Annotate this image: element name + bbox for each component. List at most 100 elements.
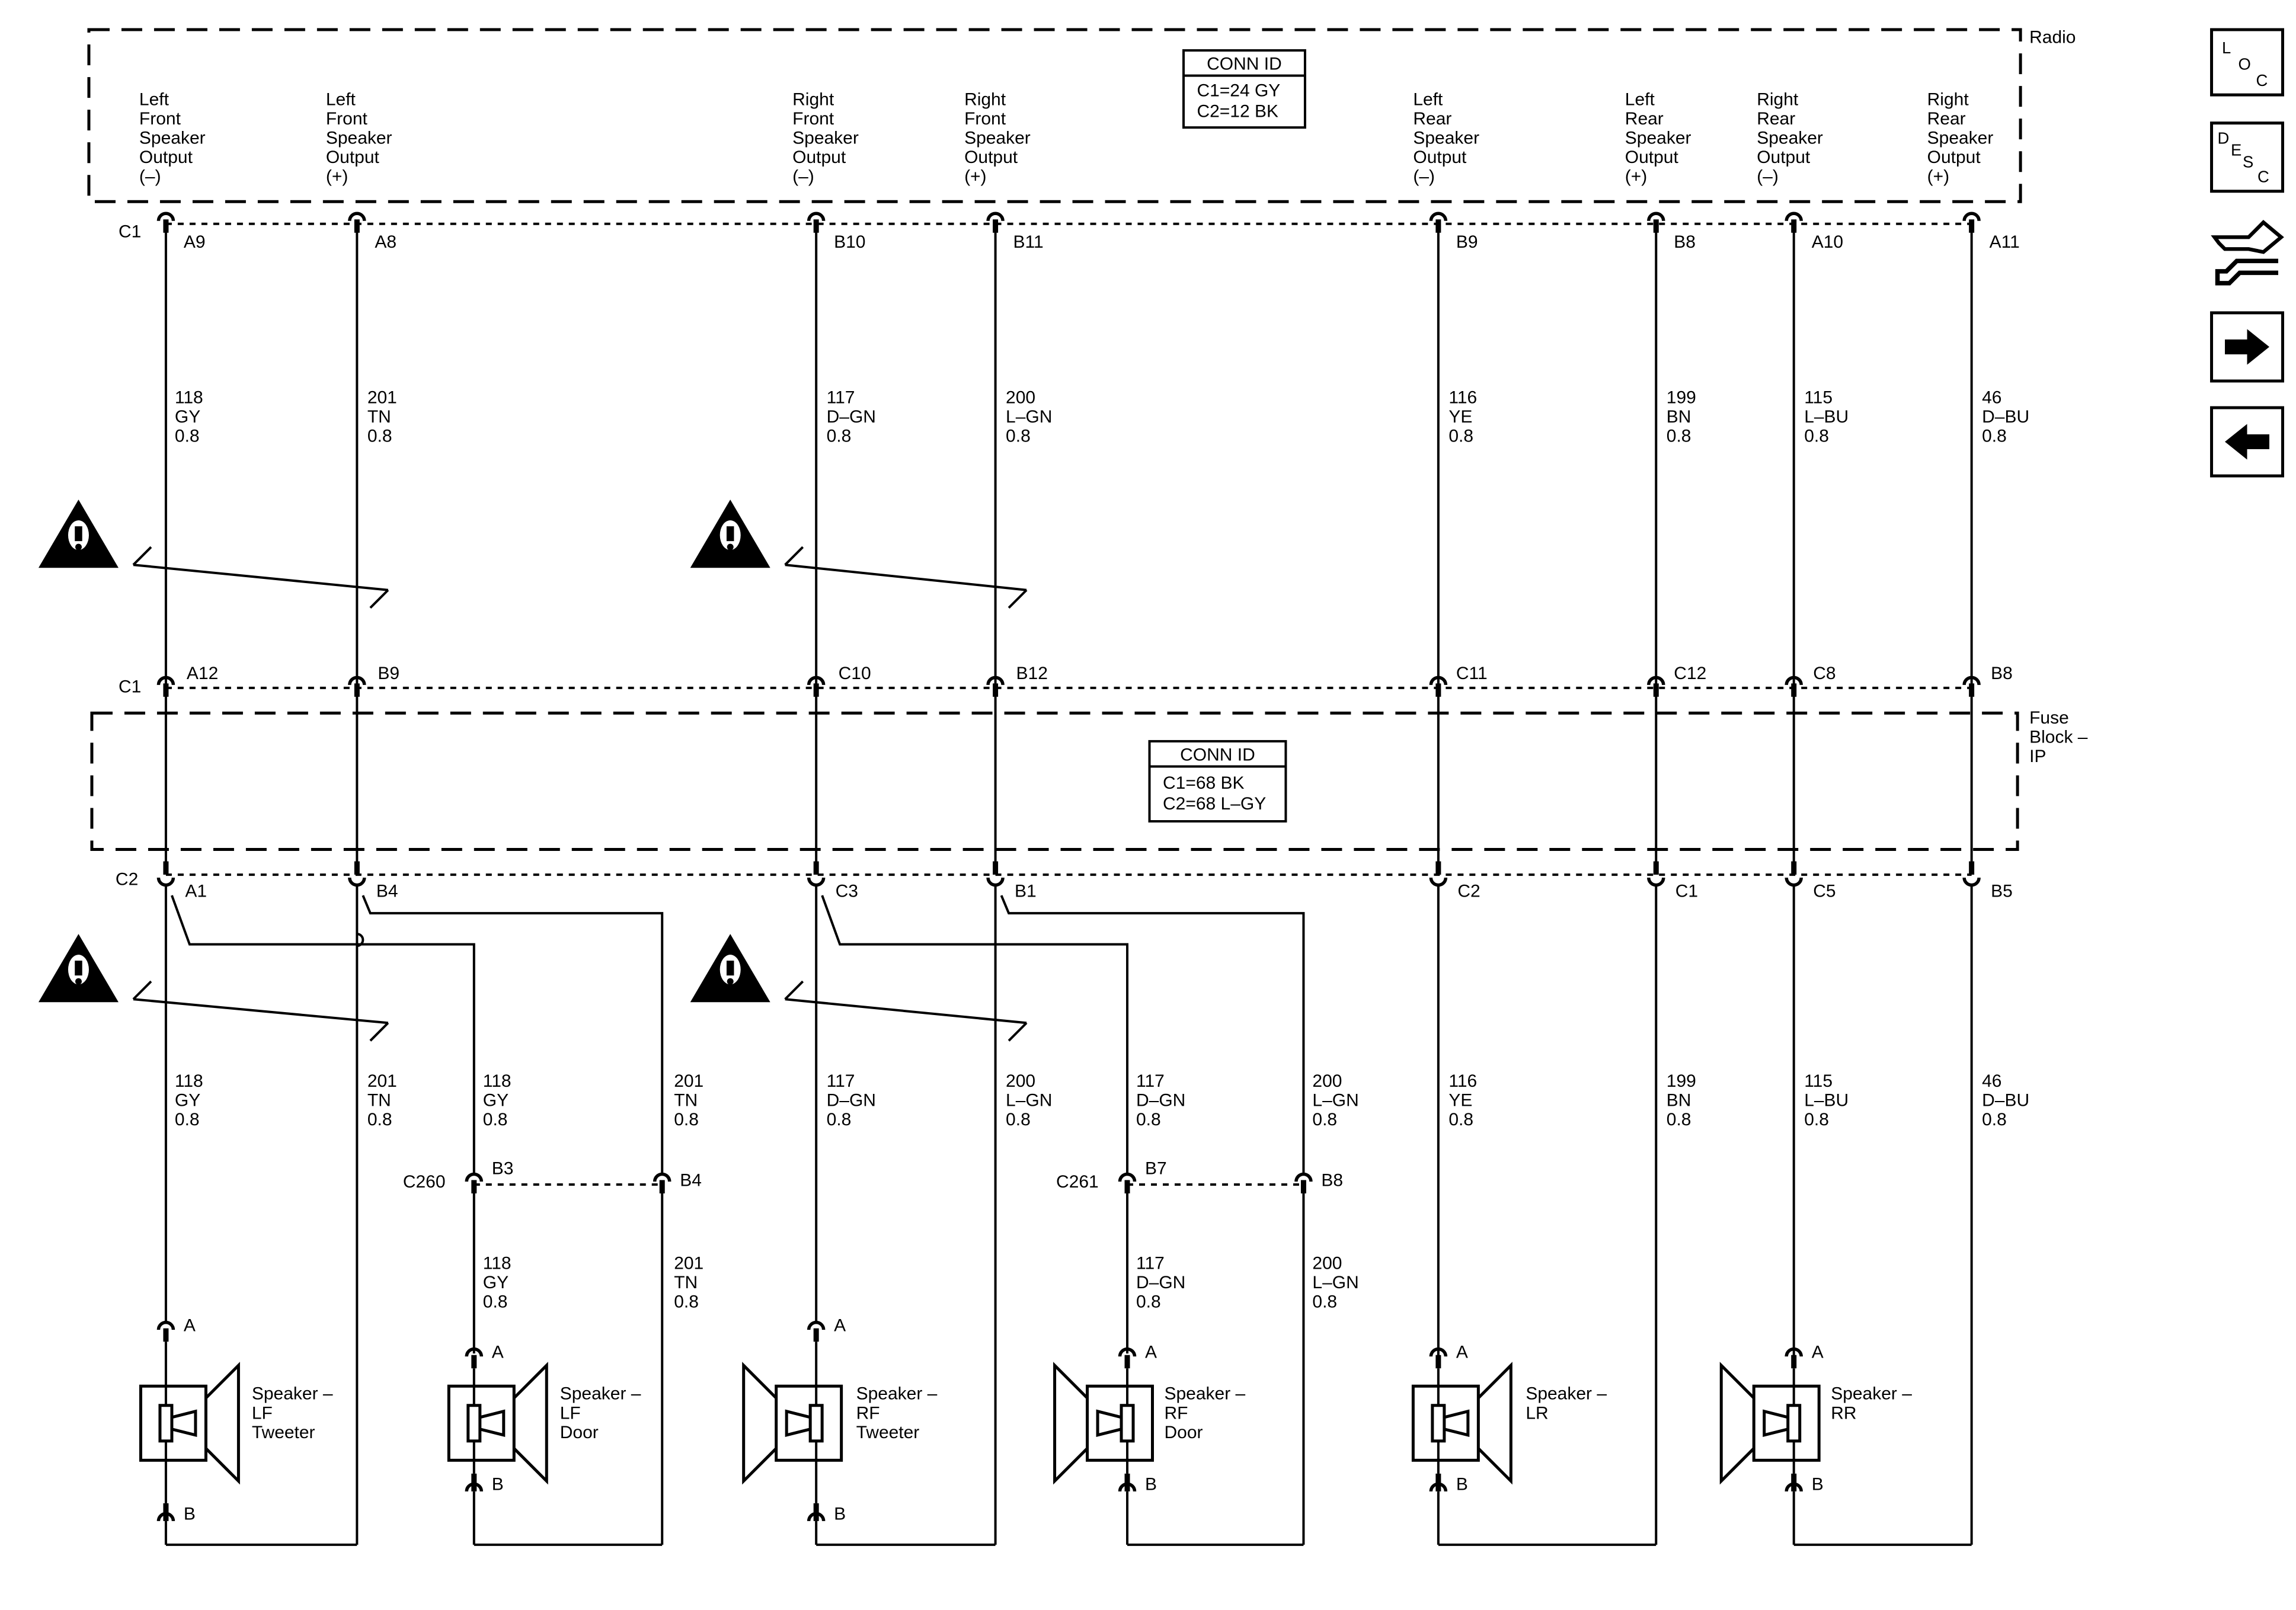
warning-glyph-bar: [726, 526, 734, 542]
connector-tool-icon[interactable]: [2211, 220, 2284, 286]
pin-terminal: [813, 219, 819, 233]
door-connector-pin-label: B4: [680, 1170, 702, 1190]
speaker-pin-a: [1429, 1347, 1448, 1357]
loc-icon[interactable]: LOC: [2210, 28, 2285, 97]
radio-output-label: Rear: [1625, 109, 1664, 129]
speaker-coil: [808, 1404, 824, 1443]
wire-jumper: [357, 933, 364, 948]
connector-plug-shape: [2211, 220, 2284, 254]
wire-spec: L–GN: [1006, 407, 1052, 427]
warning-icon[interactable]: [38, 500, 119, 568]
radio-pin: [986, 212, 1005, 222]
pin-terminal: [1791, 683, 1797, 697]
fuse-block-c2-pin-label: B5: [1991, 882, 2013, 901]
loc-letter: C: [2256, 71, 2268, 89]
speaker-cone: [1444, 1409, 1470, 1437]
wire-spec: 200: [1006, 1071, 1035, 1091]
speaker[interactable]: [139, 1362, 240, 1485]
speaker-pin-b-label: B: [492, 1474, 504, 1494]
radio-output-label: Front: [964, 109, 1006, 129]
wire-spec: 201: [367, 388, 397, 407]
pin-terminal: [813, 1503, 819, 1521]
radio-output-label: Right: [1757, 90, 1799, 110]
radio-output-label: (–): [1757, 167, 1779, 187]
pin-terminal: [1435, 1473, 1441, 1491]
wire-spec: D–BU: [1982, 407, 2029, 427]
pin-terminal: [471, 1355, 477, 1369]
wire-spec: 0.8: [1804, 427, 1829, 446]
radio-output-label: Rear: [1413, 109, 1451, 129]
fuse-block-c1-pin-label: B9: [378, 664, 399, 683]
speaker-horn: [1477, 1362, 1512, 1485]
radio-output-label: Speaker: [139, 129, 206, 148]
wire-spec: 200: [1312, 1254, 1342, 1273]
pin-terminal: [1791, 219, 1797, 233]
speaker-pin-a: [807, 1320, 826, 1330]
wire-spec: 0.8: [367, 1110, 392, 1129]
fuse-block-c2-pin-label: C1: [1675, 882, 1698, 901]
pin-terminal: [1435, 219, 1441, 233]
wire-spec: 0.8: [1006, 427, 1031, 446]
fuse-block-c1-name: C1: [119, 677, 141, 696]
wire-spec: 116: [1448, 1071, 1477, 1091]
speaker-coil: [1786, 1404, 1802, 1443]
speaker-pin-b-label: B: [1812, 1474, 1824, 1494]
radio-pin: [348, 212, 366, 222]
radio-output-label: (+): [964, 167, 986, 187]
fuse-block-c1-pin: [156, 676, 175, 686]
speaker-box: [775, 1384, 843, 1462]
radio-output-label: Right: [1927, 90, 1969, 110]
warning-icon[interactable]: [690, 934, 770, 1003]
break-line: [133, 998, 389, 1025]
wire-spec: TN: [367, 407, 391, 427]
fuse-block-c1-pin-label: C8: [1813, 664, 1835, 683]
pin-terminal: [1653, 683, 1659, 697]
wire-spec: 0.8: [827, 1110, 852, 1129]
fuse-block-title: Block –: [2029, 727, 2088, 747]
pin-terminal: [1124, 1473, 1130, 1491]
radio-title: Radio: [2029, 28, 2076, 47]
speaker[interactable]: [1053, 1362, 1154, 1485]
speaker-label: LF: [560, 1403, 581, 1423]
warning-icon[interactable]: [38, 934, 119, 1003]
arrow-left-icon[interactable]: [2210, 406, 2285, 478]
radio-pin-label: B9: [1456, 232, 1478, 252]
wire-spec: D–GN: [1136, 1090, 1185, 1110]
door-connector-pin-label: B7: [1145, 1158, 1167, 1178]
pin-terminal: [163, 1503, 169, 1521]
warning-glyph-dot: [727, 543, 734, 550]
speaker-pin-b-label: B: [1456, 1474, 1468, 1494]
radio-conn-id-c1: C1=24 GY: [1197, 81, 1280, 101]
wire-spec: 115: [1804, 1071, 1833, 1091]
speaker[interactable]: [1719, 1362, 1821, 1485]
wire-spec: D–GN: [827, 1090, 876, 1110]
warning-icon[interactable]: [690, 500, 770, 568]
break-mark: [1008, 1022, 1028, 1042]
speaker-label: LR: [1526, 1403, 1548, 1423]
wire-spec: 46: [1982, 1071, 2001, 1091]
speaker[interactable]: [447, 1362, 548, 1485]
speaker-horn: [513, 1362, 548, 1485]
fuse-block-c2-pin-label: B1: [1015, 882, 1037, 901]
radio-output-label: Front: [792, 109, 834, 129]
wire-spec: 0.8: [1312, 1110, 1337, 1129]
radio-pin-label: A10: [1812, 232, 1843, 252]
arrow-right-icon[interactable]: [2210, 311, 2285, 383]
wire-spec: TN: [367, 1090, 391, 1110]
wire-spec: 117: [1136, 1071, 1165, 1091]
wire-spec: 0.8: [1136, 1292, 1161, 1312]
radio-pin-label: B11: [1013, 232, 1044, 252]
speaker-pin-a: [1785, 1347, 1803, 1357]
wire-spec: GY: [483, 1090, 509, 1110]
speaker[interactable]: [1411, 1362, 1512, 1485]
wire-spec: 200: [1006, 388, 1035, 407]
speaker-coil: [466, 1404, 482, 1443]
wire-spec: BN: [1667, 1090, 1691, 1110]
speaker[interactable]: [742, 1362, 843, 1485]
speaker-pin-a: [1118, 1347, 1137, 1357]
radio-output-label: (+): [326, 167, 348, 187]
wire-spec: GY: [175, 407, 200, 427]
radio-output-label: Output: [139, 148, 193, 167]
wire-spec: L–BU: [1804, 407, 1849, 427]
